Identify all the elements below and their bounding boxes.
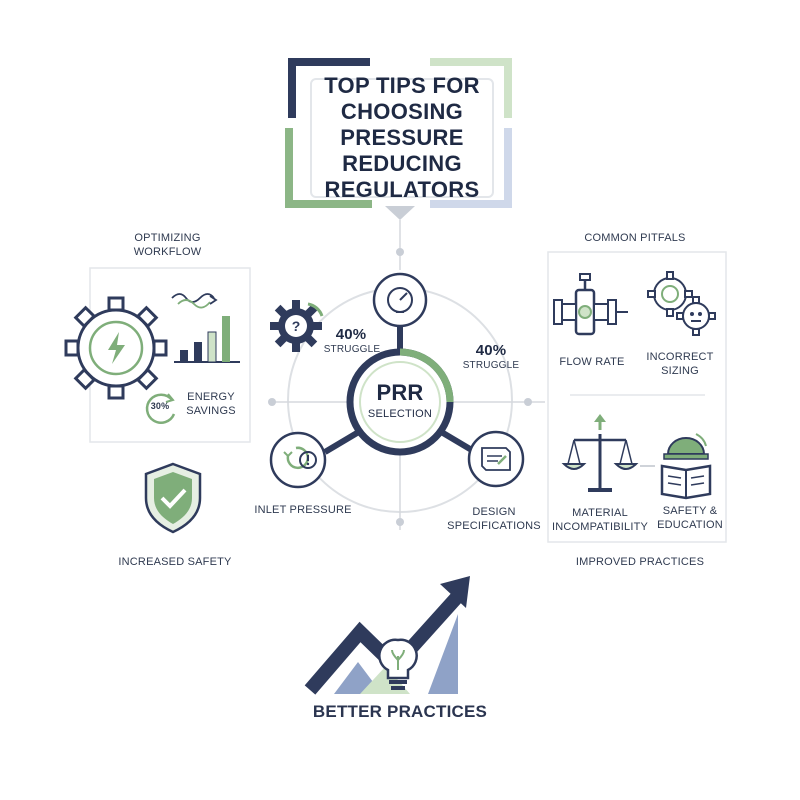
refresh-arrow-icon (145, 393, 176, 424)
svg-text:?: ? (292, 318, 301, 334)
stat-left-value: 40% (335, 326, 367, 343)
energy-savings-label: ENERGY SAVINGS (186, 391, 236, 417)
title-accent-lightgreen (430, 58, 512, 118)
hub-subtitle: SELECTION (367, 408, 433, 420)
page-title: TOP TIPS FOR CHOOSING PRESSURE REDUCING … (324, 73, 480, 202)
stat-left-label: STRUGGLE (323, 344, 381, 355)
hub (346, 348, 454, 456)
increased-safety-label: INCREASED SAFETY (118, 556, 232, 568)
material-incompatibility-label: MATERIAL INCOMPATIBILITY (551, 507, 649, 533)
right-panel-box (547, 251, 727, 543)
left-panel-heading: OPTIMIZING WORKFLOW (133, 232, 202, 258)
hub-title: PRR (376, 380, 424, 405)
inlet-alert-icon (283, 446, 317, 470)
blueprint-icon (481, 447, 511, 471)
pipe-valve-icon (553, 273, 628, 336)
design-node (467, 430, 525, 488)
title-accent-lightblue (430, 128, 512, 208)
gauge-icon (387, 287, 413, 313)
hard-hat-book-icon (660, 433, 712, 500)
energy-badge: 30% (150, 401, 170, 411)
inlet-node (269, 431, 327, 489)
gear-lightning-icon (64, 296, 168, 400)
title-pointer (385, 206, 415, 220)
gear-question-icon: ? (270, 300, 324, 352)
flow-rate-label: FLOW RATE (559, 356, 625, 368)
incorrect-sizing-label: INCORRECT SIZING (646, 351, 714, 377)
gauge-node (372, 272, 428, 328)
title-box: TOP TIPS FOR CHOOSING PRESSURE REDUCING … (310, 73, 494, 202)
better-practices-label: BETTER PRACTICES (312, 702, 488, 721)
bar-chart-icon (171, 293, 240, 363)
lightbulb-icon (378, 638, 418, 690)
gears-icon (647, 271, 716, 336)
stat-right-value: 40% (475, 342, 507, 359)
stat-right-label: STRUGGLE (462, 360, 520, 371)
safety-education-label: SAFETY & EDUCATION (657, 505, 723, 531)
shield-check-icon (144, 462, 202, 534)
scale-icon (561, 414, 639, 492)
improved-practices-label: IMPROVED PRACTICES (575, 556, 705, 568)
node-inlet-label: INLET PRESSURE (254, 504, 352, 516)
title-accent-navy (288, 58, 370, 118)
title-accent-green (285, 128, 372, 208)
right-panel-heading: COMMON PITFALS (584, 232, 686, 244)
node-design-label: DESIGN SPECIFICATIONS (447, 506, 541, 532)
